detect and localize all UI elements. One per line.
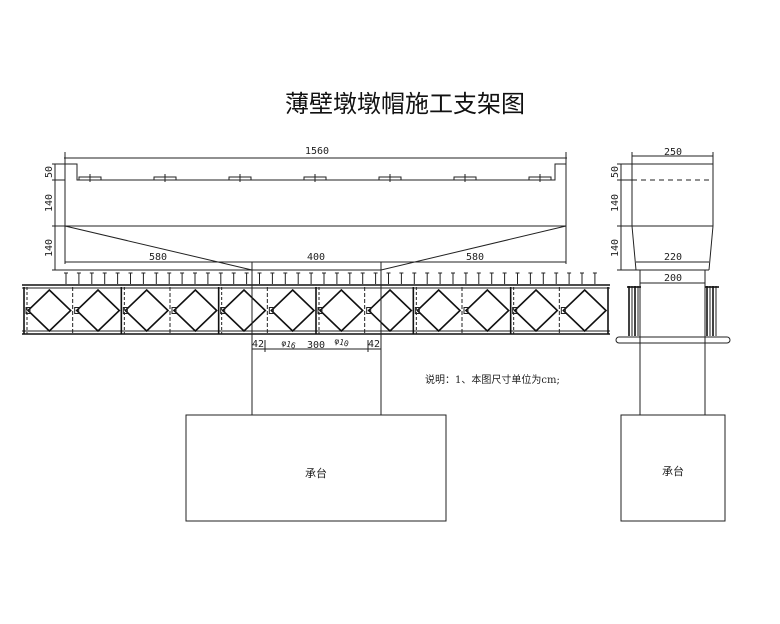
diamond-brace — [562, 288, 608, 333]
dim-left-span: 580 — [149, 252, 167, 263]
diamond-brace — [513, 288, 559, 333]
brace-node — [366, 307, 372, 314]
bearing-plate — [453, 174, 477, 182]
bolt-right-label: φ10 — [333, 336, 349, 348]
diamond-brace — [416, 288, 462, 333]
truss-panel — [23, 287, 121, 334]
diamond-brace — [318, 288, 364, 333]
brace-node — [560, 307, 566, 314]
diamond-brace — [172, 288, 218, 333]
diamond-brace — [75, 288, 121, 333]
brace-node — [171, 307, 177, 314]
dim-bottom-right: 42 — [368, 339, 380, 350]
dim-middle-span: 400 — [307, 252, 325, 263]
side-truss-right — [705, 286, 719, 336]
diamond-brace — [464, 288, 510, 333]
dim-height-mid: 140 — [44, 194, 55, 212]
bearing-plate — [153, 174, 177, 182]
side-dim-height-top: 50 — [610, 166, 621, 178]
side-footing — [620, 414, 726, 522]
side-dim-height-mid: 140 — [610, 194, 621, 212]
dim-total-length: 1560 — [305, 146, 329, 157]
truss-panel — [509, 287, 608, 334]
footing-label: 承台 — [305, 466, 327, 480]
side-dim-column-width: 200 — [664, 273, 682, 284]
bearing-plate — [378, 174, 402, 182]
brace-node — [463, 307, 469, 314]
side-dim-height-bottom: 140 — [610, 239, 621, 257]
bailey-truss — [22, 272, 610, 335]
brace-node — [122, 307, 128, 314]
footing — [185, 414, 447, 522]
diamond-brace — [270, 288, 316, 333]
truss-panel — [217, 287, 316, 334]
bolt-left-label: φ16 — [280, 338, 296, 350]
dim-height-top: 50 — [44, 166, 55, 178]
brace-node — [512, 307, 518, 314]
side-dim-bottom-width: 220 — [664, 252, 682, 263]
cap-outline — [52, 152, 567, 271]
dim-right-span: 580 — [466, 252, 484, 263]
diamond-brace — [221, 288, 267, 333]
bearing-plate — [228, 174, 252, 182]
side-truss-left — [627, 286, 641, 336]
brace-node — [25, 307, 31, 314]
brace-node — [268, 307, 274, 314]
side-view: 250 50 140 140 220 200 承台 — [610, 147, 731, 522]
side-dim-top-width: 250 — [664, 147, 682, 158]
bearing-plate — [78, 174, 102, 182]
truss-panel — [120, 287, 218, 334]
diamond-brace — [124, 288, 170, 333]
pier-columns — [251, 262, 382, 415]
diamond-brace — [367, 288, 413, 333]
brace-node — [220, 307, 226, 314]
bearing-plate — [303, 174, 327, 182]
truss-panel — [412, 287, 510, 334]
front-view: 1560 580 400 580 50 140 140 42 300 42 φ1… — [22, 146, 610, 522]
drawing-note: 说明：1、本图尺寸单位为cm; — [425, 373, 560, 386]
brace-node — [74, 307, 80, 314]
diamond-brace — [26, 288, 72, 333]
drawing-title: 薄壁墩墩帽施工支架图 — [285, 90, 525, 118]
brace-node — [317, 307, 323, 314]
cross-beam — [615, 336, 731, 344]
bearing-plates — [78, 174, 552, 182]
dim-height-bottom: 140 — [44, 239, 55, 257]
dim-bottom-middle: 300 — [307, 340, 325, 351]
side-footing-label: 承台 — [662, 464, 684, 478]
brace-node — [414, 307, 420, 314]
truss-panel — [315, 287, 413, 334]
bearing-plate — [528, 174, 552, 182]
dim-bottom-left: 42 — [252, 339, 264, 350]
